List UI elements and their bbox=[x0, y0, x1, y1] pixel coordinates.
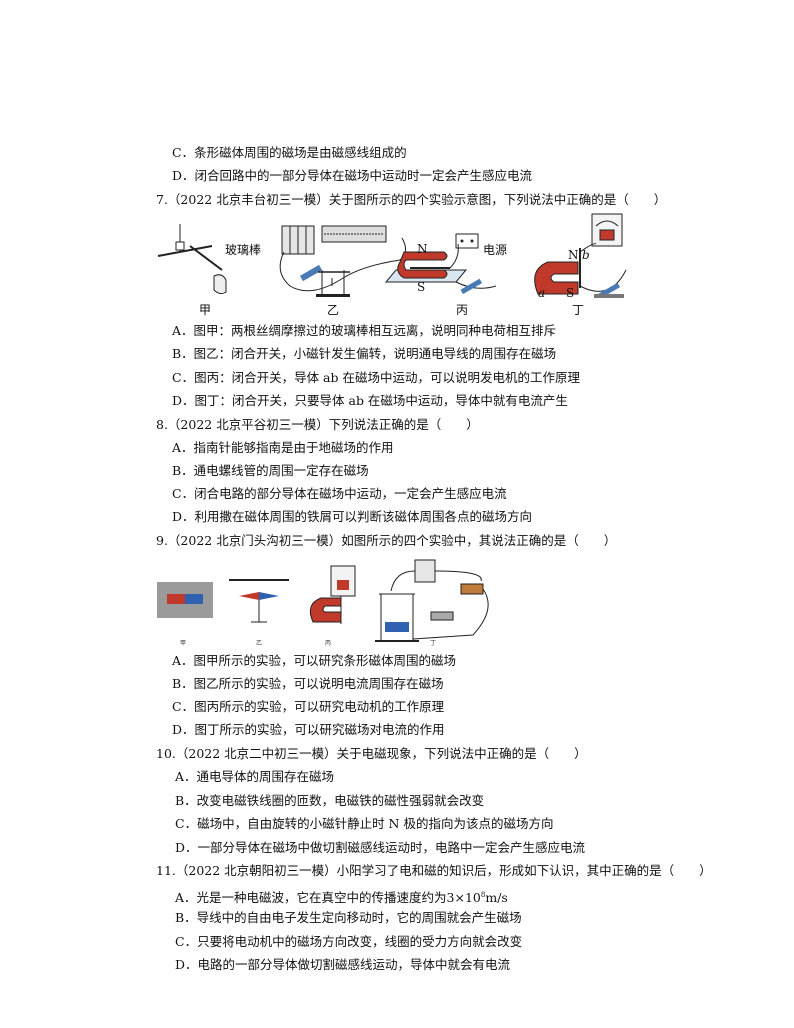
figure-label-ding: 丁 bbox=[572, 303, 585, 317]
q8-stem: 8.（2022 北京平谷初三一模）下列说法正确的是（ ） bbox=[156, 417, 479, 432]
q7-figure: 玻璃棒 甲 乙 N S 电源 丙 N b a S 丁 bbox=[150, 212, 640, 320]
q11-stem: 11.（2022 北京朝阳初三一模）小阳学习了电和磁的知识后，形成如下认识，其中… bbox=[156, 863, 712, 878]
conductor-b-label: b bbox=[582, 248, 590, 262]
prev-option-c: C．条形磁体周围的磁场是由磁感线组成的 bbox=[172, 145, 407, 160]
q7-option-d: D．图丁：闭合开关，只要导体 ab 在磁场中运动，导体中就有电流产生 bbox=[172, 393, 568, 408]
q8-option-d: D．利用撒在磁体周围的铁屑可以判断该磁体周围各点的磁场方向 bbox=[172, 509, 533, 524]
q11-option-a-unit: m/s bbox=[485, 890, 508, 906]
magnet-n-label-bing: N bbox=[417, 242, 428, 256]
q9-figure-svg bbox=[157, 559, 489, 642]
prev-option-d: D．闭合回路中的一部分导体在磁场中运动时一定会产生感应电流 bbox=[172, 168, 533, 183]
figure-label-bing: 丙 bbox=[456, 303, 469, 317]
figure-ding-circuit bbox=[375, 559, 489, 642]
magnet-s-label-bing: S bbox=[417, 280, 426, 294]
q10-option-a: A．通电导体的周围存在磁场 bbox=[175, 769, 335, 784]
q9-figure: 甲 乙 丙 丁 bbox=[155, 556, 500, 648]
magnet-s-label-ding: S bbox=[566, 286, 575, 300]
figure-ding-galvanometer bbox=[534, 213, 627, 299]
q9-option-d: D．图丁所示的实验，可以研究磁场对电流的作用 bbox=[172, 722, 445, 737]
q7-option-a: A．图甲：两根丝绸摩擦过的玻璃棒相互远离，说明同种电荷相互排斥 bbox=[172, 323, 557, 338]
q10-option-d: D．一部分导体在磁场中做切割磁感线运动时，电路中一定会产生感应电流 bbox=[175, 840, 586, 855]
power-label: 电源 bbox=[483, 243, 508, 257]
figure-jia-bar-magnet bbox=[157, 582, 213, 618]
q7-option-b: B．图乙：闭合开关，小磁针发生偏转，说明通电导线的周围存在磁场 bbox=[172, 346, 557, 361]
q9-stem: 9.（2022 北京门头沟初三一模）如图所示的四个实验中，其说法正确的是（ ） bbox=[156, 533, 617, 548]
figure-label-yi: 乙 bbox=[256, 640, 263, 647]
q9-option-a: A．图甲所示的实验，可以研究条形磁体周围的磁场 bbox=[172, 653, 457, 668]
q10-option-b: B．改变电磁铁线圈的匝数，电磁铁的磁性强弱就会改变 bbox=[175, 793, 485, 808]
q11-option-a: A．光是一种电磁波，它在真空中的传播速度约为3×108m/s bbox=[175, 887, 508, 906]
q11-option-a-value: 3×10 bbox=[446, 890, 481, 906]
figure-jia-glass-rods bbox=[157, 224, 227, 295]
q11-option-a-text: A．光是一种电磁波，它在真空中的传播速度约为 bbox=[175, 890, 447, 906]
q11-option-c: C．只要将电动机中的磁场方向改变，线圈的受力方向就会改变 bbox=[175, 934, 523, 949]
figure-label-jia: 甲 bbox=[199, 303, 212, 317]
q9-option-c: C．图丙所示的实验，可以研究电动机的工作原理 bbox=[172, 699, 445, 714]
q11-option-d: D．电路的一部分导体做切割磁感线运动，导体中就会有电流 bbox=[175, 957, 511, 972]
figure-yi-oersted bbox=[229, 579, 289, 623]
figure-label-ding: 丁 bbox=[430, 640, 437, 647]
figure-yi-circuit bbox=[279, 225, 406, 297]
q8-option-c: C．闭合电路的部分导体在磁场中运动，一定会产生感应电流 bbox=[172, 486, 507, 501]
figure-bing-generator bbox=[384, 233, 497, 295]
q9-option-b: B．图乙所示的实验，可以说明电流周围存在磁场 bbox=[172, 676, 444, 691]
q7-figure-svg bbox=[157, 213, 627, 299]
conductor-a-label: a bbox=[538, 286, 546, 300]
figure-bing-galvanometer bbox=[309, 565, 356, 624]
q10-option-c: C．磁场中，自由旋转的小磁针静止时 N 极的指向为该点的磁场方向 bbox=[175, 816, 554, 831]
q8-option-a: A．指南针能够指南是由于地磁场的作用 bbox=[172, 440, 394, 455]
glass-rod-label: 玻璃棒 bbox=[225, 243, 262, 257]
q10-stem: 10.（2022 北京二中初三一模）关于电磁现象，下列说法中正确的是（ ） bbox=[156, 746, 587, 761]
figure-label-jia: 甲 bbox=[180, 640, 187, 647]
q7-stem: 7.（2022 北京丰台初三一模）关于图所示的四个实验示意图，下列说法中正确的是… bbox=[156, 192, 667, 207]
figure-label-yi: 乙 bbox=[327, 303, 340, 317]
q7-option-c: C．图丙：闭合开关，导体 ab 在磁场中运动，可以说明发电机的工作原理 bbox=[172, 370, 580, 385]
q11-option-b: B．导线中的自由电子发生定向移动时，它的周围就会产生磁场 bbox=[175, 910, 522, 925]
magnet-n-label-ding: N bbox=[568, 248, 579, 262]
figure-label-bing: 丙 bbox=[325, 640, 332, 647]
q11-option-a-exponent: 8 bbox=[480, 891, 486, 899]
q8-option-b: B．通电螺线管的周围一定存在磁场 bbox=[172, 463, 369, 478]
